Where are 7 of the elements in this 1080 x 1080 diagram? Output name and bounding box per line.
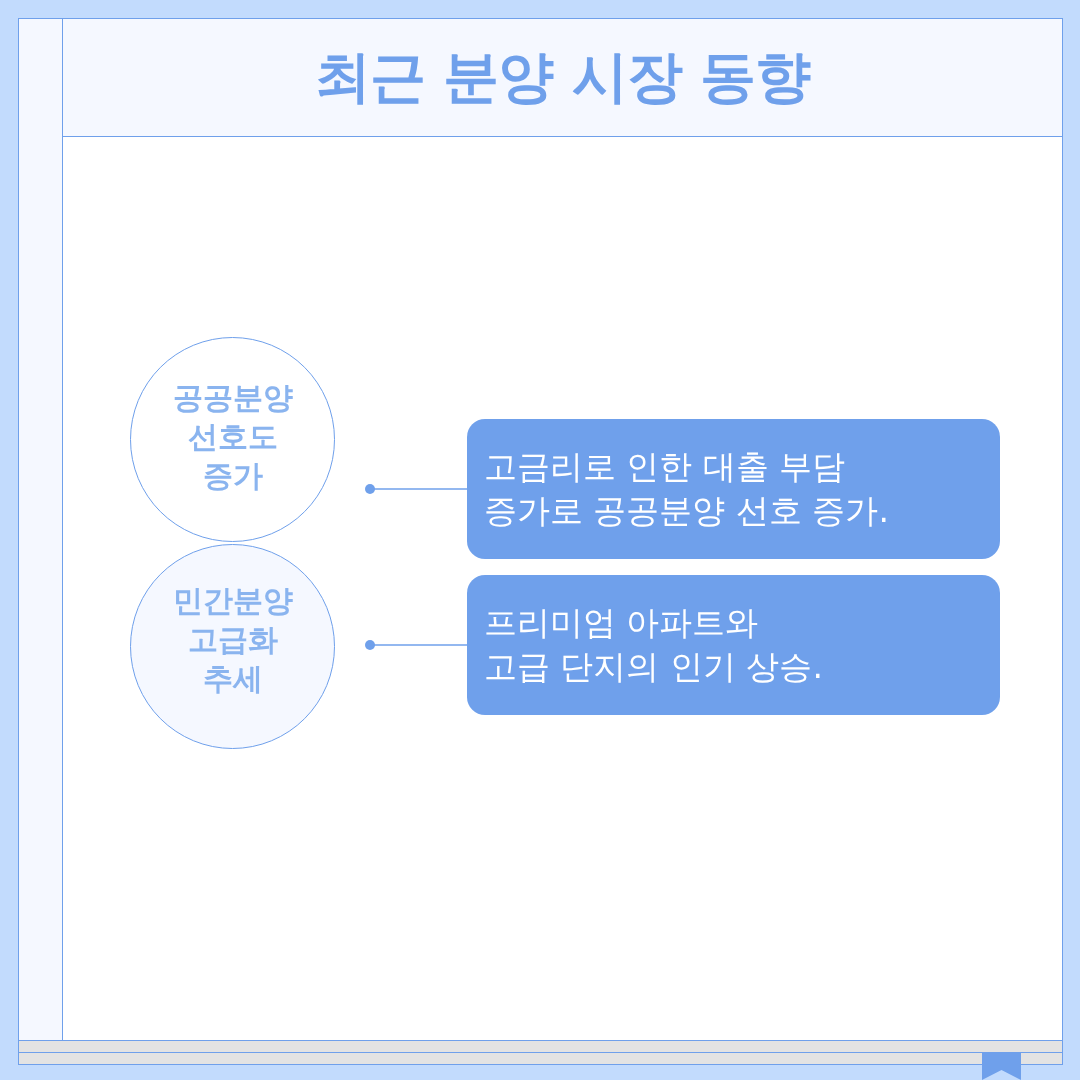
circle-label: 민간분양 고급화 추세 (171, 582, 294, 698)
text-box: 프리미엄 아파트와 고급 단지의 인기 상승. (467, 575, 1000, 715)
text-box: 고금리로 인한 대출 부담 증가로 공공분양 선호 증가. (467, 419, 1000, 559)
title: 최근 분양 시장 동향 (314, 42, 811, 111)
circle-label: 공공분양 선호도 증가 (171, 379, 294, 495)
connector-line (365, 640, 468, 650)
connector-line (365, 484, 468, 494)
